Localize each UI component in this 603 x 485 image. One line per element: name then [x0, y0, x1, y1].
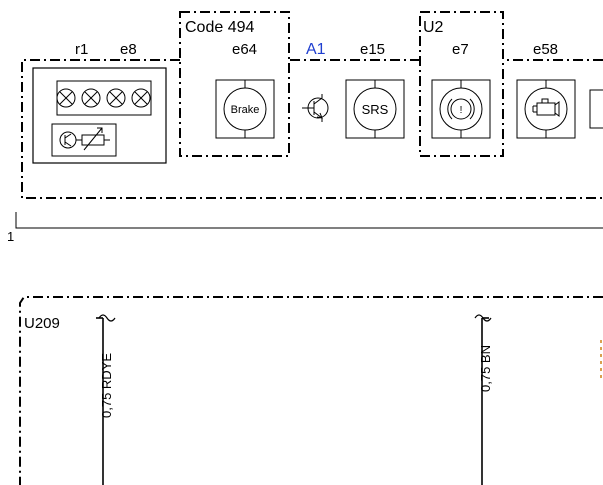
- lamp-icon: [106, 88, 126, 108]
- e15-srs-symbol: [345, 79, 405, 139]
- component-label-e7: e7: [452, 41, 469, 58]
- component-label-e8: e8: [120, 41, 137, 58]
- component-label-e64: e64: [232, 41, 257, 58]
- brake-symbol-text: Brake: [231, 104, 260, 116]
- code-494-box: [179, 11, 290, 157]
- component-label-e58: e58: [533, 41, 558, 58]
- transistor-icon: [59, 131, 77, 149]
- component-label-r1: r1: [75, 41, 88, 58]
- srs-symbol-text: SRS: [362, 102, 389, 117]
- e64-brake-symbol: [215, 79, 275, 139]
- u209-label: U209: [24, 315, 60, 332]
- variable-resistor-icon: [81, 127, 105, 151]
- e7-warning-symbol: [431, 79, 491, 139]
- u2-label: U2: [423, 19, 444, 36]
- cluster-outline: [21, 59, 603, 199]
- wire-label-rdye: 0,75 RDYE: [99, 353, 114, 418]
- component-label-a1: A1: [306, 41, 326, 58]
- wire-label-bn: 0,75 BN: [478, 345, 493, 392]
- a1-transistor-icon: [302, 94, 329, 122]
- wire-bn: [481, 317, 489, 485]
- code-494-label: Code 494: [185, 19, 254, 36]
- u2-box: [419, 11, 504, 157]
- wire-break-icon: [98, 314, 116, 322]
- reference-number: 1: [7, 229, 14, 244]
- warning-symbol-text: !: [460, 105, 463, 116]
- e58-engine-symbol: [516, 79, 603, 139]
- lamp-icon: [81, 88, 101, 108]
- r1-e8-block: [32, 67, 167, 164]
- lamp-icon: [131, 88, 151, 108]
- component-label-e15: e15: [360, 41, 385, 58]
- wire-break-icon: [474, 314, 492, 322]
- lamp-icon: [56, 88, 76, 108]
- u209-outline: [19, 296, 603, 485]
- reference-bracket: [15, 212, 603, 229]
- engine-icon: [532, 98, 560, 117]
